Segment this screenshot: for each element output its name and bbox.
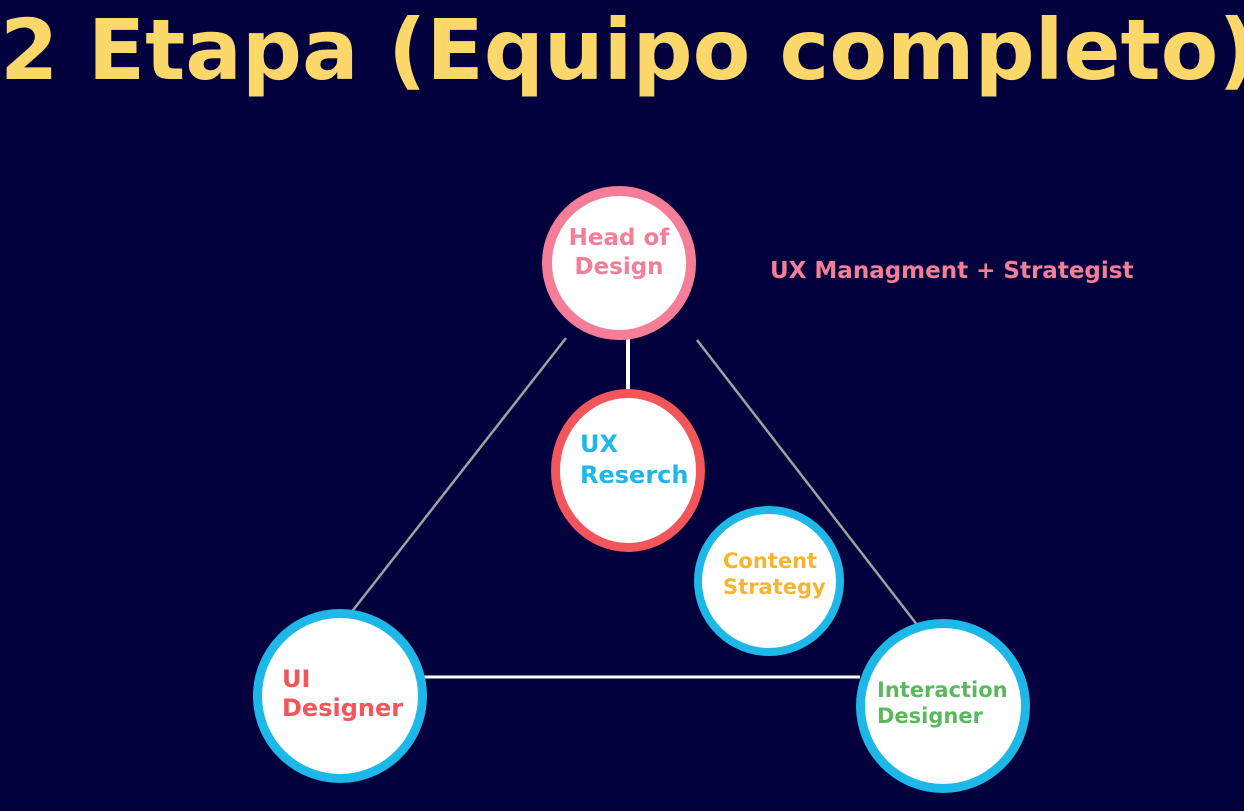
- head-of-design-annotation: UX Managment + Strategist: [770, 258, 1134, 284]
- ui-designer-line1: UI: [282, 665, 311, 693]
- slide-title: 2 Etapa (Equipo completo): [0, 1, 1244, 99]
- connector-head-to-ui: [349, 337, 567, 615]
- head-of-design-line2: Design: [574, 254, 664, 280]
- head-of-design-line1: Head of: [568, 225, 670, 251]
- head-of-design-node: Head of Design: [542, 186, 696, 340]
- ux-research-line1: UX: [580, 429, 618, 458]
- content-strategy-line1: Content: [723, 549, 818, 573]
- ux-research-node: UX Reserch: [551, 389, 705, 552]
- ui-designer-node: UI Designer: [253, 609, 427, 783]
- ui-designer-line2: Designer: [282, 694, 404, 722]
- interaction-designer-line2: Designer: [877, 704, 983, 728]
- ux-research-line2: Reserch: [580, 460, 689, 489]
- interaction-designer-node: Interaction Designer: [856, 619, 1030, 793]
- interaction-designer-line1: Interaction: [877, 678, 1008, 702]
- content-strategy-node: Content Strategy: [694, 506, 844, 656]
- connector-head-to-interaction: [696, 339, 919, 627]
- content-strategy-line2: Strategy: [723, 575, 826, 599]
